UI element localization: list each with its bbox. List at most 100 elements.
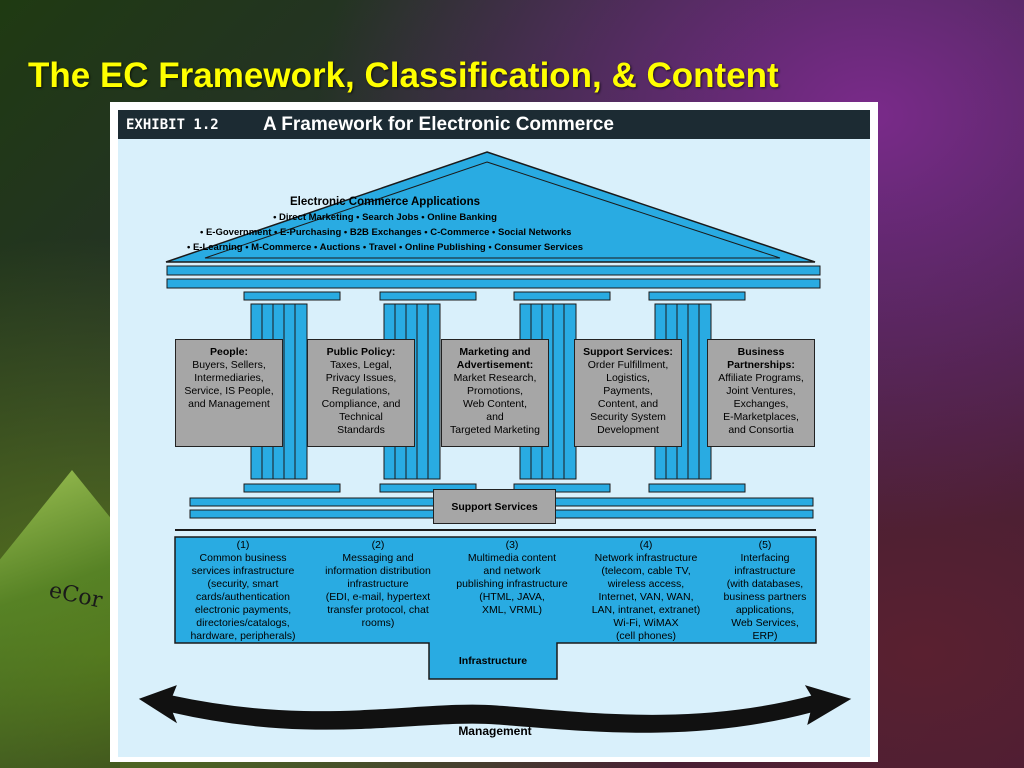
infra-line: transfer protocol, chat [327,604,429,616]
infra-line: cards/authentication [196,591,290,603]
pillar-line: Payments, [603,385,653,397]
infra-line: infrastructure [347,578,409,590]
exhibit-header: EXHIBIT 1.2 A Framework for Electronic C… [118,110,870,139]
infra-number: (1) [236,539,250,551]
infra-column-1: (1) Common business services infrastruct… [176,539,310,643]
support-services-box: Support Services [433,489,556,524]
column-cap-1 [243,291,341,301]
pillar-line: Intermediaries, [194,372,264,384]
pillar-line: Exchanges, [733,398,789,410]
infra-line: Messaging and [342,552,414,564]
exhibit-title: A Framework for Electronic Commerce [263,113,614,135]
pillar-line: Compliance, and [321,398,401,410]
pillar-line: Development [597,424,659,436]
pillar-line: Web Content, [462,398,527,410]
infra-line: rooms) [361,617,395,629]
pillar-heading: Support Services: [583,346,673,358]
roof-shape [165,151,816,263]
infra-line: (telecom, cable TV, [601,565,691,577]
pillar-line: Content, and [597,398,659,410]
column-base-3 [513,483,611,493]
infra-line: business partners [723,591,807,603]
roof-title: Electronic Commerce Applications [289,196,480,208]
infrastructure-label: Infrastructure [458,655,528,667]
infra-line: Wi-Fi, WiMAX [613,617,679,629]
infra-line: Multimedia content [467,552,557,564]
infra-line: services infrastructure [191,565,295,577]
infrastructure-shape [174,536,817,680]
pillar-line: Order Fulfillment, [587,359,669,371]
pillar-line: and Consortia [728,424,794,436]
pillar-box-people: People: Buyers, Sellers, Intermediaries,… [175,339,283,447]
infra-line: ERP) [752,630,778,642]
roof-inner-line [204,161,781,259]
infra-column-2: (2) Messaging and information distributi… [312,539,444,630]
roof-bar-2 [166,278,821,289]
pillar-line: and [486,411,504,423]
infra-line: (HTML, JAVA, [479,591,545,603]
pillar-line: Logistics, [606,372,650,384]
pillar-line: Affiliate Programs, [718,372,804,384]
column-cap-4 [648,291,746,301]
pillar-heading: Marketing and Advertisement: [456,346,534,371]
pillar-box-business-partnerships: Business Partnerships: Affiliate Program… [707,339,815,447]
infra-column-4: (4) Network infrastructure (telecom, cab… [580,539,712,643]
infra-line: electronic payments, [194,604,292,616]
pillar-line: Taxes, Legal, [330,359,392,371]
pillar-line: Market Research, [453,372,537,384]
pillar-line: Buyers, Sellers, [192,359,266,371]
infra-column-3: (3) Multimedia content and network publi… [446,539,578,617]
pillar-line: Technical [339,411,383,423]
roof-text: Electronic Commerce Applications • Direc… [187,195,583,255]
infra-line: Web Services, [731,617,799,629]
pillar-heading: People: [210,346,248,358]
infra-line: Interfacing [740,552,790,564]
pillar-heading: Public Policy: [326,346,396,358]
column-cap-2 [379,291,477,301]
infra-line: publishing infrastructure [456,578,568,590]
column-base-1 [243,483,341,493]
infra-line: wireless access, [607,578,685,590]
infra-line: and network [483,565,541,577]
pillar-line: Service, IS People, [184,385,274,397]
pillar-box-public-policy: Public Policy: Taxes, Legal, Privacy Iss… [307,339,415,447]
infra-number: (3) [505,539,519,551]
infra-number: (4) [639,539,653,551]
infra-line: Network infrastructure [594,552,698,564]
infra-line: (security, smart [207,578,279,590]
infra-line: applications, [735,604,795,616]
pillar-box-marketing: Marketing and Advertisement: Market Rese… [441,339,549,447]
pillar-line: and Management [188,398,270,410]
column-base-2 [379,483,477,493]
pillar-box-support-services: Support Services: Order Fulfillment, Log… [574,339,682,447]
pillar-line: Privacy Issues, [325,372,397,384]
pillar-line: Targeted Marketing [450,424,540,436]
roof-line-1: • Direct Marketing • Search Jobs • Onlin… [273,212,497,223]
roof-line-3: • E-Learning • M-Commerce • Auctions • T… [187,242,583,253]
pillar-line: E-Marketplaces, [723,411,799,423]
infra-line: infrastructure [734,565,796,577]
infra-line: (with databases, [726,578,804,590]
management-arrow [138,685,852,733]
management-label: Management [458,724,532,738]
infra-line: Common business [199,552,287,564]
infra-line: directories/catalogs, [196,617,290,629]
infra-number: (2) [371,539,385,551]
pillar-line: Regulations, [331,385,391,397]
slide-title: The EC Framework, Classification, & Cont… [28,56,779,95]
pillar-line: Security System [590,411,666,423]
roof-bar-1 [166,265,821,276]
infra-line: (cell phones) [615,630,677,642]
infra-line: XML, VRML) [481,604,543,616]
column-base-4 [648,483,746,493]
infra-line: hardware, peripherals) [190,630,296,642]
pillar-heading: Business Partnerships: [727,346,795,371]
exhibit-number: EXHIBIT 1.2 [126,116,219,133]
pillar-line: Standards [337,424,385,436]
infra-line: information distribution [325,565,431,577]
roof-line-2: • E-Government • E-Purchasing • B2B Exch… [200,227,572,238]
infra-line: Internet, VAN, WAN, [598,591,694,603]
pillar-line: Promotions, [466,385,524,397]
infra-line: LAN, intranet, extranet) [591,604,701,616]
infra-column-5: (5) Interfacing infrastructure (with dat… [714,539,816,643]
